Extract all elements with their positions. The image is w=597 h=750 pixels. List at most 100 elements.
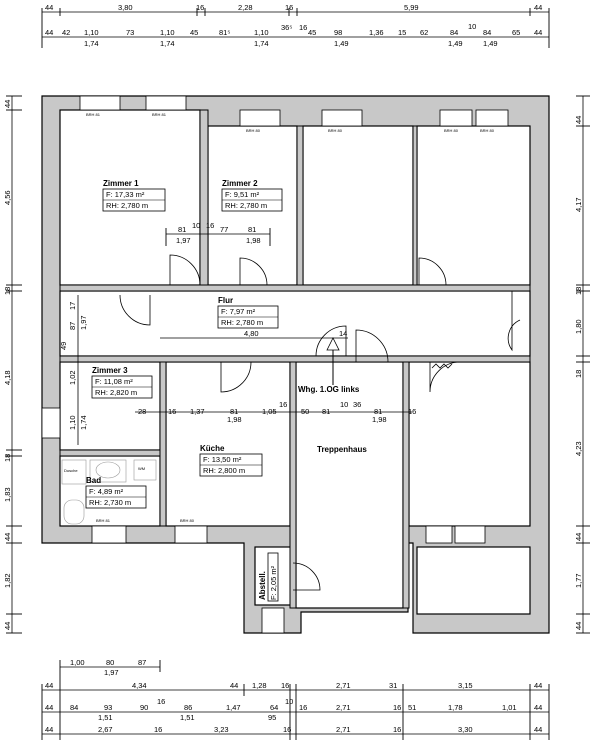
svg-text:10: 10 xyxy=(285,697,293,706)
svg-text:87: 87 xyxy=(138,658,146,667)
label-bad: Bad F: 4,89 m² RH: 2,730 m xyxy=(85,476,147,509)
dim-top2-5: 45 xyxy=(190,28,198,37)
room-top-right xyxy=(416,125,531,286)
svg-text:Zimmer 3: Zimmer 3 xyxy=(92,366,128,375)
svg-text:F: 13,50 m²: F: 13,50 m² xyxy=(203,455,242,464)
svg-text:31: 31 xyxy=(389,681,397,690)
svg-text:14: 14 xyxy=(339,329,347,338)
label-zimmer3: Zimmer 3 F: 11,08 m² RH: 2,820 m xyxy=(91,366,153,399)
label-treppenhaus: Treppenhaus xyxy=(317,445,367,454)
inner-dimensions: 81 10 16 77 81 1,97 1,98 4,80 14 17 87 4… xyxy=(59,221,416,445)
svg-text:2,67: 2,67 xyxy=(98,725,113,734)
svg-text:1,83: 1,83 xyxy=(3,487,12,502)
svg-text:F: 2,05 m²: F: 2,05 m² xyxy=(269,565,278,600)
dim-top1-c: 16 xyxy=(196,3,204,12)
svg-text:28: 28 xyxy=(138,407,146,416)
svg-text:4,34: 4,34 xyxy=(132,681,147,690)
dim-top2-13: 15 xyxy=(398,28,406,37)
svg-text:Bad: Bad xyxy=(86,476,101,485)
svg-text:RH: 2,820 m: RH: 2,820 m xyxy=(95,388,137,397)
svg-text:F: 4,89 m²: F: 4,89 m² xyxy=(89,487,124,496)
svg-text:1,10: 1,10 xyxy=(68,415,77,430)
svg-text:1,80: 1,80 xyxy=(574,319,583,334)
dim-top2-8: 36⁵ xyxy=(281,23,292,32)
svg-text:RH: 2,800 m: RH: 2,800 m xyxy=(203,466,245,475)
svg-text:1,01: 1,01 xyxy=(502,703,517,712)
dim-top2-4: 1,10 xyxy=(160,28,175,37)
svg-text:81: 81 xyxy=(322,407,330,416)
dim-top1-a: 44 xyxy=(45,3,53,12)
svg-text:18: 18 xyxy=(3,287,12,295)
svg-text:81: 81 xyxy=(374,407,382,416)
room-kueche xyxy=(165,361,291,527)
svg-text:1,05: 1,05 xyxy=(262,407,277,416)
svg-text:RH: 2,780 m: RH: 2,780 m xyxy=(221,318,263,327)
svg-text:44: 44 xyxy=(3,622,12,630)
doors xyxy=(119,254,521,591)
dim-top1-d: 2,28 xyxy=(238,3,253,12)
dim-top2-14: 62 xyxy=(420,28,428,37)
svg-text:1,98: 1,98 xyxy=(246,236,261,245)
label-flur: Flur F: 7,97 m² RH: 2,780 m xyxy=(217,296,279,329)
dim-top2-11: 98 xyxy=(334,28,342,37)
svg-text:10: 10 xyxy=(192,221,200,230)
svg-text:87: 87 xyxy=(68,322,77,330)
wm-label: WM xyxy=(138,466,145,471)
label-zimmer1: Zimmer 1 F: 17,33 m² RH: 2,780 m xyxy=(102,179,166,212)
dusche-label: Dusche xyxy=(64,468,78,473)
svg-text:36: 36 xyxy=(353,400,361,409)
dim-top2-16: 10 xyxy=(468,22,476,31)
svg-text:Zimmer 2: Zimmer 2 xyxy=(222,179,258,188)
svg-text:4,18: 4,18 xyxy=(3,370,12,385)
svg-text:84: 84 xyxy=(70,703,78,712)
dim-top1-e: 16 xyxy=(285,3,293,12)
svg-text:16: 16 xyxy=(157,697,165,706)
svg-text:18: 18 xyxy=(574,370,583,378)
dim-top3-0: 1,74 xyxy=(84,39,99,48)
svg-text:4,23: 4,23 xyxy=(574,441,583,456)
dim-top2-0: 44 xyxy=(45,28,53,37)
svg-text:44: 44 xyxy=(534,703,542,712)
svg-text:90: 90 xyxy=(140,703,148,712)
svg-text:2,71: 2,71 xyxy=(336,681,351,690)
svg-text:16: 16 xyxy=(168,407,176,416)
svg-text:1,97: 1,97 xyxy=(104,668,119,677)
partitions xyxy=(59,109,531,609)
svg-text:16: 16 xyxy=(206,221,214,230)
svg-text:10: 10 xyxy=(340,400,348,409)
dim-top2-17: 84 xyxy=(483,28,491,37)
svg-text:1,28: 1,28 xyxy=(252,681,267,690)
dim-top3-2: 1,74 xyxy=(254,39,269,48)
svg-text:Zimmer 1: Zimmer 1 xyxy=(103,179,139,188)
svg-text:44: 44 xyxy=(230,681,238,690)
svg-text:1,82: 1,82 xyxy=(3,573,12,588)
svg-text:51: 51 xyxy=(408,703,416,712)
win-label-3: BRH 80 xyxy=(246,128,261,133)
room-right-lower xyxy=(408,361,531,527)
svg-text:18: 18 xyxy=(574,287,583,295)
label-zimmer2: Zimmer 2 F: 9,51 m² RH: 2,780 m xyxy=(221,179,283,212)
svg-text:16: 16 xyxy=(279,400,287,409)
svg-text:1,37: 1,37 xyxy=(190,407,205,416)
win-label-4: BRH 80 xyxy=(328,128,343,133)
dim-top1-f: 5,99 xyxy=(404,3,419,12)
dim-top2-2: 1,10 xyxy=(84,28,99,37)
svg-text:1,98: 1,98 xyxy=(372,415,387,424)
svg-text:F: 7,97 m²: F: 7,97 m² xyxy=(221,307,256,316)
dim-top1-b: 3,80 xyxy=(118,3,133,12)
dim-top2-3: 73 xyxy=(126,28,134,37)
svg-text:1,02: 1,02 xyxy=(68,370,77,385)
svg-text:F: 9,51 m²: F: 9,51 m² xyxy=(225,190,260,199)
top-dimensions: 44 3,80 16 2,28 16 5,99 44 44 42 1,10 73… xyxy=(41,3,550,48)
dim-top2-15: 84 xyxy=(450,28,458,37)
room-flur xyxy=(59,290,531,357)
zigzag-symbol xyxy=(431,363,453,369)
svg-text:4,17: 4,17 xyxy=(574,197,583,212)
svg-text:44: 44 xyxy=(574,116,583,124)
svg-text:1,97: 1,97 xyxy=(79,315,88,330)
svg-text:4,80: 4,80 xyxy=(244,329,259,338)
svg-text:80: 80 xyxy=(106,658,114,667)
svg-text:18: 18 xyxy=(3,454,12,462)
label-abstell: Abstell. F: 2,05 m² xyxy=(258,552,279,602)
